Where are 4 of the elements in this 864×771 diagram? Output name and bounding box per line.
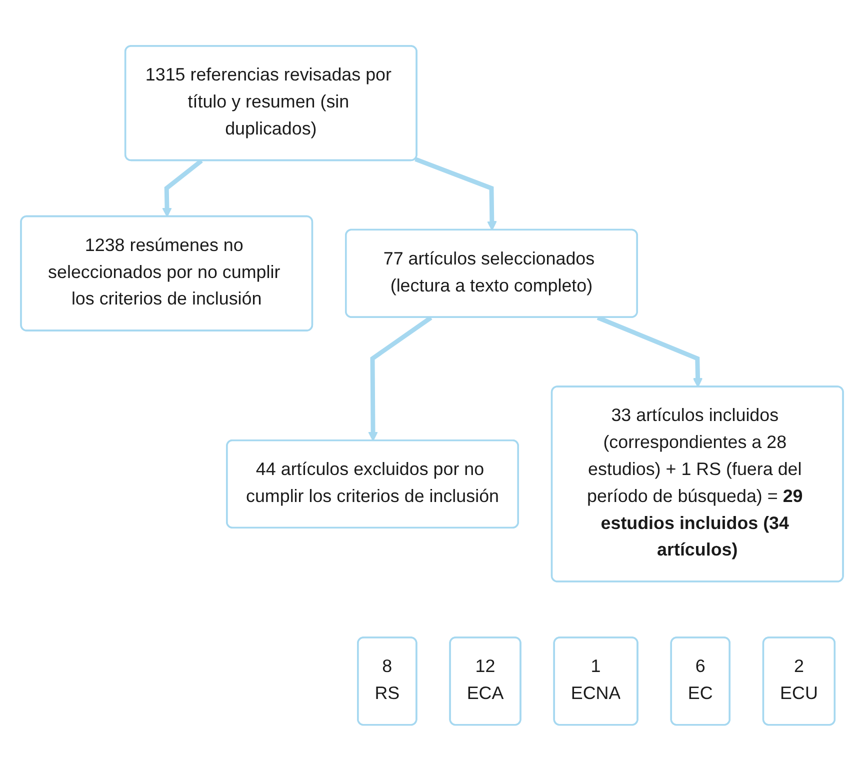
arrow bbox=[368, 316, 432, 442]
arrow bbox=[414, 157, 497, 231]
arrow bbox=[596, 316, 703, 388]
arrow bbox=[162, 159, 203, 218]
